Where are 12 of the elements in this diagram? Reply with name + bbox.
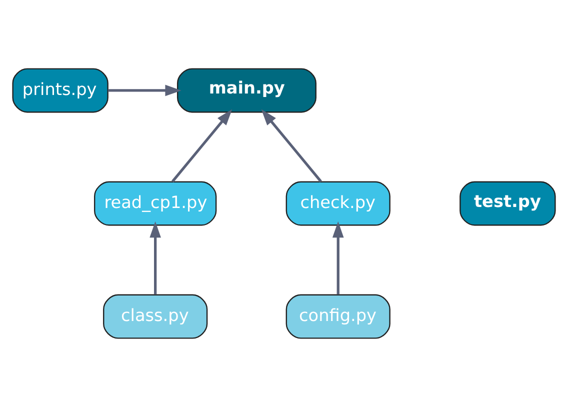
node-box: class.py: [103, 294, 208, 338]
arrow: [172, 108, 232, 182]
arrow: [108, 84, 182, 96]
node-box: main.py: [176, 68, 316, 112]
node-box: test.py: [460, 180, 556, 226]
node-box: read_cp1.py: [94, 180, 217, 226]
node-box: check.py: [286, 180, 390, 226]
node-box: config.py: [286, 294, 390, 338]
arrow: [150, 220, 161, 294]
arrow: [261, 108, 322, 182]
arrow: [332, 220, 344, 294]
node-box: prints.py: [12, 68, 108, 112]
